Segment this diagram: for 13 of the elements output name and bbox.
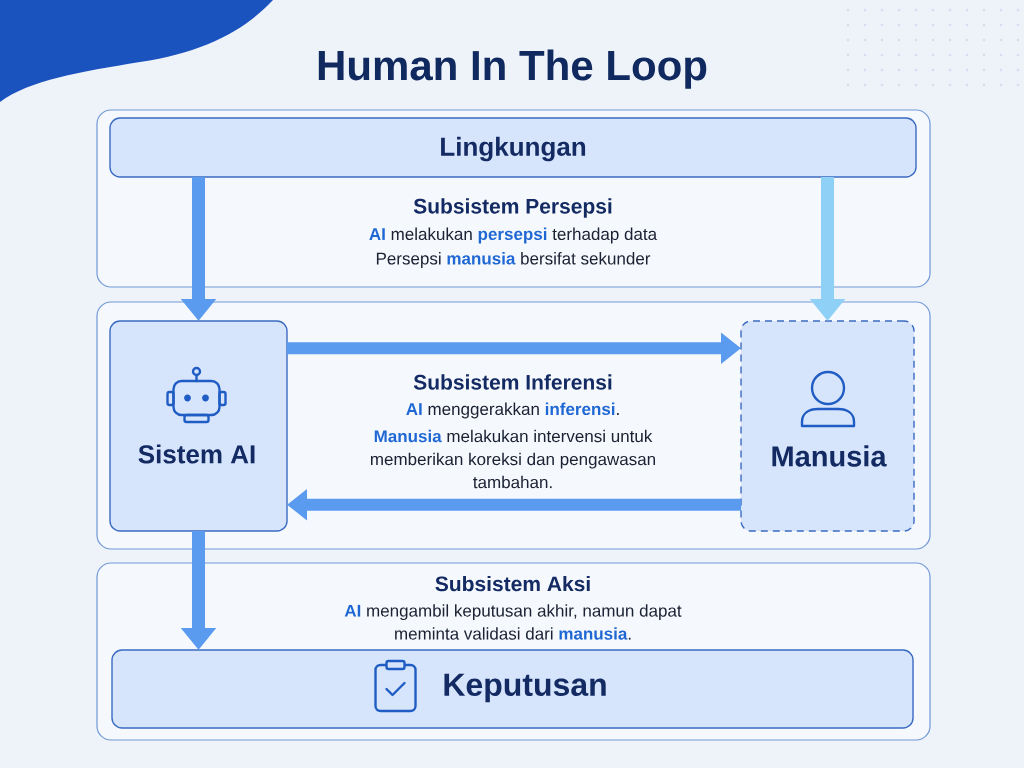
- dashed-box: Manusia: [740, 320, 915, 532]
- description-text: AI melakukan persepsi terhadap data: [369, 227, 658, 244]
- description-text: Manusia melakukan intervensi untuk memberikan koreksi dan pengawasan tambahan.: [370, 429, 655, 489]
- title: Human In The Loop: [318, 49, 707, 89]
- description-text: AI mengambil keputusan akhir, namun dapat meminta validasi dari manusia.: [344, 604, 682, 640]
- banner-box: Lingkungan: [109, 117, 917, 178]
- process-box: Sistem AI: [109, 320, 288, 532]
- description-text: Persepsi manusia bersifat sekunder: [376, 252, 651, 268]
- banner-box: Keputusan: [111, 649, 914, 729]
- section-heading: Subsistem Aksi: [435, 575, 590, 592]
- section-heading: Subsistem Inferensi: [413, 374, 612, 390]
- section-heading: Subsistem Persepsi: [413, 198, 612, 218]
- description-text: AI menggerakkan inferensi.: [406, 402, 619, 419]
